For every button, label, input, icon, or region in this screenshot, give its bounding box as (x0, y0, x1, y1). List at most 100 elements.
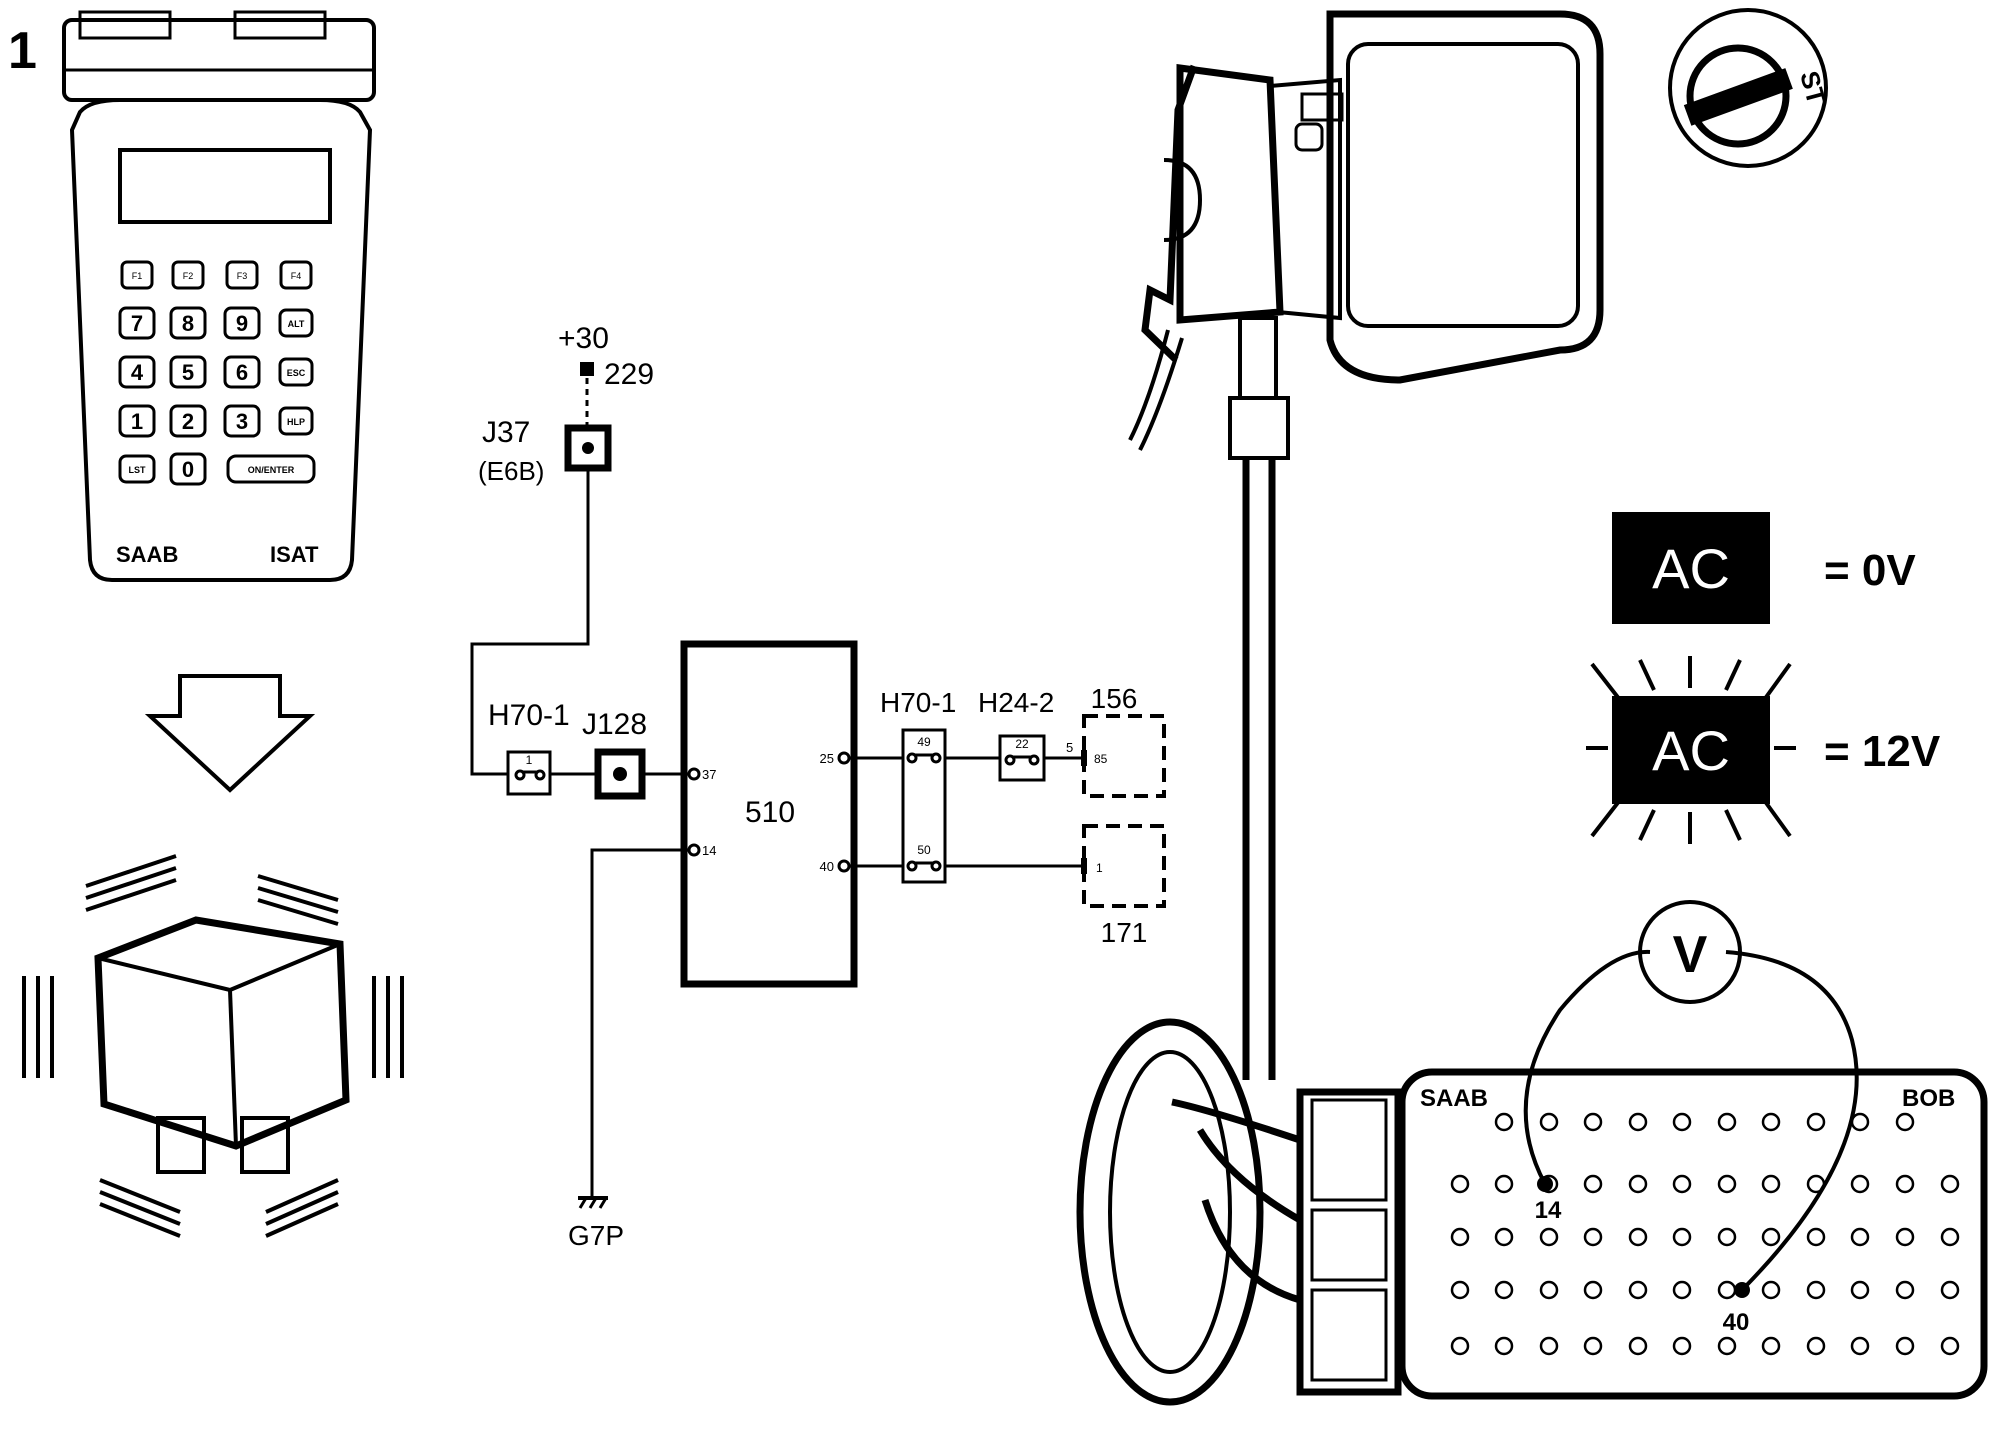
bob-hole[interactable] (1628, 1280, 1648, 1300)
bob-hole[interactable] (1850, 1336, 1870, 1356)
bob-hole[interactable] (1895, 1227, 1915, 1247)
key-4[interactable] (118, 355, 156, 389)
bob-hole[interactable] (1717, 1280, 1737, 1300)
bob-hole[interactable] (1494, 1174, 1514, 1194)
bob-hole[interactable] (1940, 1336, 1960, 1356)
bob-hole[interactable] (1583, 1174, 1603, 1194)
h70-right-label: H70-1 (880, 687, 956, 718)
bob-hole[interactable] (1672, 1280, 1692, 1300)
bob-hole[interactable] (1761, 1174, 1781, 1194)
bob-hole[interactable] (1895, 1112, 1915, 1132)
bob-hole[interactable] (1672, 1112, 1692, 1132)
bob-hole[interactable] (1717, 1112, 1737, 1132)
bob-hole[interactable] (1494, 1227, 1514, 1247)
key-0[interactable] (169, 452, 207, 486)
bob-hole[interactable] (1494, 1280, 1514, 1300)
alt-key[interactable] (278, 308, 314, 338)
bob-hole[interactable] (1717, 1227, 1737, 1247)
key-1[interactable] (118, 404, 156, 438)
bob-hole[interactable] (1806, 1280, 1826, 1300)
bob-hole[interactable] (1717, 1174, 1737, 1194)
key-3[interactable] (223, 404, 261, 438)
key-2[interactable] (169, 404, 207, 438)
scan-tool: F1 F2 F3 F4 7 8 9 4 5 6 1 2 3 (62, 10, 376, 582)
scan-tool-model: ISAT (270, 542, 319, 567)
h70-right-pin-b: 50 (917, 843, 931, 857)
bob-hole[interactable] (1450, 1227, 1470, 1247)
bob-hole[interactable] (1672, 1227, 1692, 1247)
bob-hole[interactable] (1806, 1336, 1826, 1356)
bob-hole[interactable] (1539, 1280, 1559, 1300)
bob-hole[interactable] (1450, 1174, 1470, 1194)
bob-hole[interactable] (1850, 1280, 1870, 1300)
bob-hole[interactable] (1895, 1280, 1915, 1300)
h70-right-pin-a: 49 (917, 735, 931, 749)
bob-hole[interactable] (1895, 1336, 1915, 1356)
bob-hole[interactable] (1761, 1227, 1781, 1247)
bob-hole[interactable] (1494, 1112, 1514, 1132)
bob-hole[interactable] (1761, 1280, 1781, 1300)
key-9[interactable] (223, 306, 261, 340)
f4-key[interactable] (279, 260, 313, 290)
bob-hole[interactable] (1628, 1174, 1648, 1194)
enter-key[interactable] (226, 454, 316, 484)
relay-vibrating-icon (22, 854, 404, 1238)
bob-hole[interactable] (1761, 1112, 1781, 1132)
esc-key[interactable] (278, 357, 314, 387)
bob-hole[interactable] (1940, 1174, 1960, 1194)
bob-hole[interactable] (1940, 1227, 1960, 1247)
f2-key[interactable] (171, 260, 205, 290)
bob-hole[interactable] (1583, 1112, 1603, 1132)
voltmeter-label: V (1673, 926, 1708, 984)
supply-wire-label: 229 (604, 358, 654, 391)
key-8[interactable] (169, 306, 207, 340)
key-9-label: 9 (236, 311, 248, 336)
down-arrow-icon (144, 674, 316, 793)
f1-key[interactable] (120, 260, 154, 290)
bob-hole[interactable] (1806, 1112, 1826, 1132)
bob-hole[interactable] (1806, 1227, 1826, 1247)
key-7[interactable] (118, 306, 156, 340)
bob-pin-grid (1450, 1112, 1960, 1356)
bob-hole[interactable] (1583, 1227, 1603, 1247)
bob-hole[interactable] (1717, 1336, 1737, 1356)
hlp-key[interactable] (278, 406, 314, 436)
bob-hole[interactable] (1539, 1112, 1559, 1132)
bob-hole[interactable] (1761, 1336, 1781, 1356)
bob-hole[interactable] (1628, 1227, 1648, 1247)
j37-location-label: (E6B) (478, 456, 544, 486)
bob-hole[interactable] (1539, 1227, 1559, 1247)
bob-hole[interactable] (1672, 1174, 1692, 1194)
f3-key[interactable] (225, 260, 259, 290)
h24-pin: 22 (1015, 737, 1029, 751)
ecu-label: 510 (745, 796, 795, 829)
alt-key-label: ALT (288, 319, 305, 329)
bob-hole[interactable] (1895, 1174, 1915, 1194)
f3-key-label: F3 (237, 271, 248, 281)
key-5-label: 5 (182, 360, 194, 385)
bob-hole[interactable] (1850, 1174, 1870, 1194)
hlp-key-label: HLP (287, 417, 305, 427)
lst-key[interactable] (118, 454, 156, 484)
bob-hole[interactable] (1940, 1280, 1960, 1300)
key-7-label: 7 (131, 311, 143, 336)
ac-indicator-on: AC = 12V (1586, 656, 1941, 844)
bob-hole[interactable] (1450, 1336, 1470, 1356)
bob-hole[interactable] (1583, 1336, 1603, 1356)
bob-hole[interactable] (1628, 1112, 1648, 1132)
bob-hole[interactable] (1628, 1336, 1648, 1356)
supply-label: +30 (558, 322, 609, 355)
bob-hole[interactable] (1850, 1227, 1870, 1247)
key-2-label: 2 (182, 409, 194, 434)
bob-hole[interactable] (1850, 1112, 1870, 1132)
key-5[interactable] (169, 355, 207, 389)
bob-hole[interactable] (1583, 1280, 1603, 1300)
key-6[interactable] (223, 355, 261, 389)
relay171-pin: 1 (1096, 861, 1103, 875)
h70-left-pin: 1 (526, 753, 533, 767)
bob-hole[interactable] (1539, 1336, 1559, 1356)
bob-hole[interactable] (1450, 1280, 1470, 1300)
bob-hole[interactable] (1672, 1336, 1692, 1356)
j128-label: J128 (582, 708, 647, 741)
bob-hole[interactable] (1494, 1336, 1514, 1356)
